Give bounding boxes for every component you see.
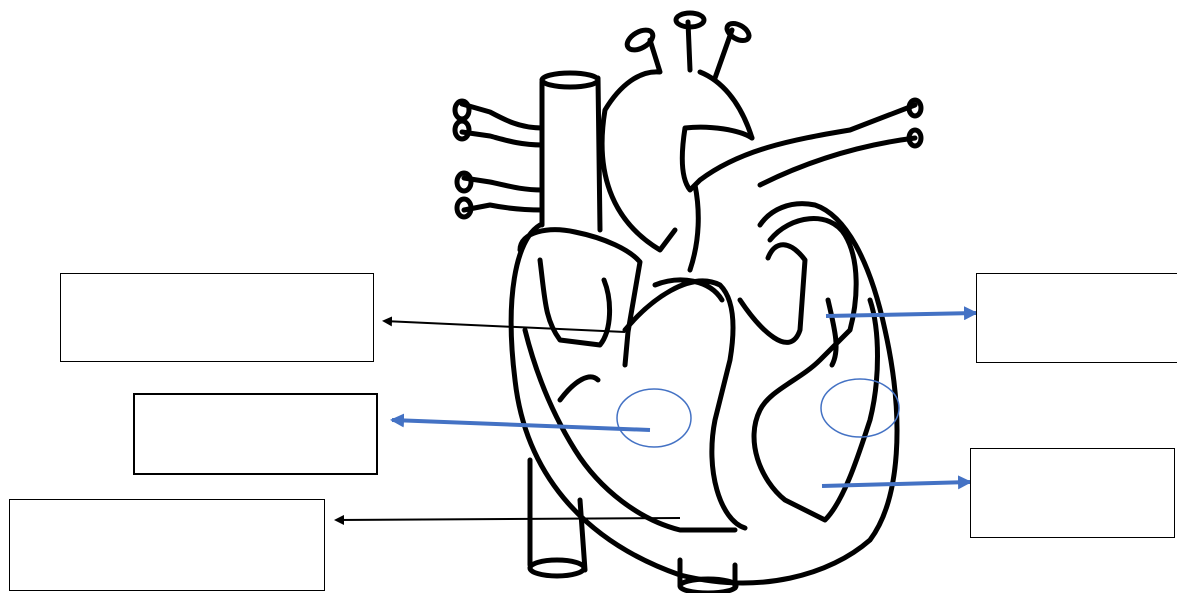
superior-vena-cava-top (542, 73, 598, 87)
right-pulmonary-veins-upper (462, 104, 542, 145)
highlight-circle-left-ventricle (821, 379, 899, 437)
septum (625, 245, 805, 528)
mitral-valve (828, 300, 836, 365)
highlight-circle-right-ventricle (617, 389, 691, 447)
heart-outline (511, 204, 897, 583)
label-box-middle-left[interactable] (133, 393, 378, 475)
left-ventricle (754, 219, 877, 520)
right-pulmonary-veins-lower (464, 178, 542, 210)
label-box-top-right[interactable] (976, 273, 1177, 363)
arrow-bottom-right (822, 482, 970, 486)
arrow-top-right (826, 313, 976, 316)
pulmonary-trunk (682, 105, 915, 270)
right-atrium (520, 230, 640, 365)
label-box-bottom-right[interactable] (970, 448, 1175, 538)
label-box-top-left[interactable] (60, 273, 374, 362)
aorta (602, 22, 752, 250)
label-box-bottom-left[interactable] (9, 499, 325, 591)
superior-vena-cava (542, 78, 600, 230)
arrow-bottom-left (336, 518, 680, 520)
arrow-top-left (384, 321, 625, 332)
